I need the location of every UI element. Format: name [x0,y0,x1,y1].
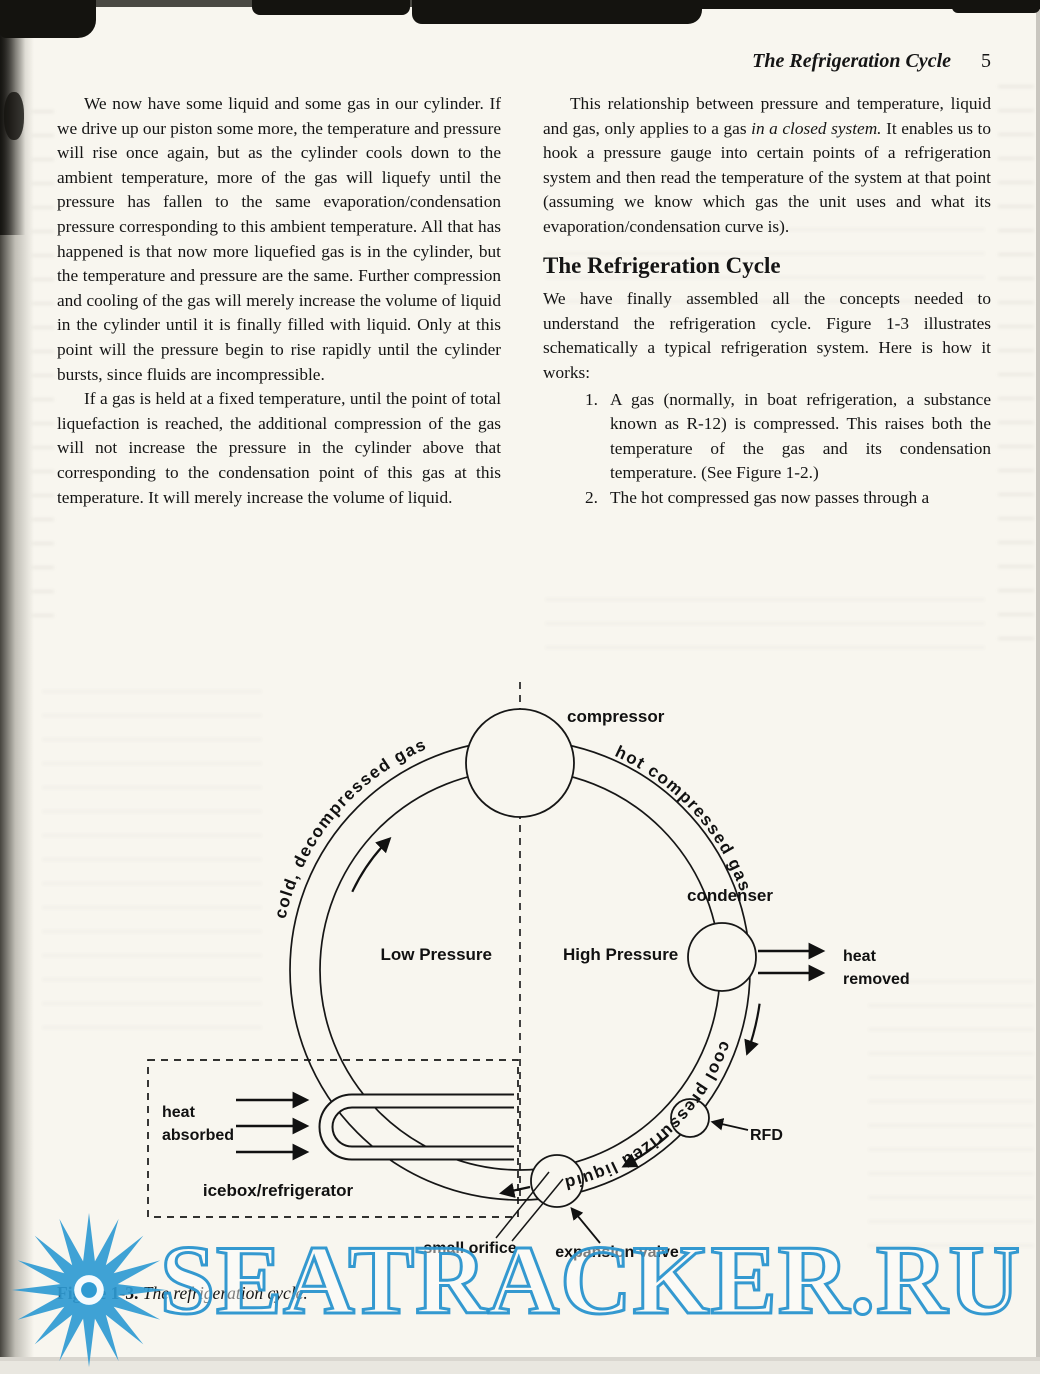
scan-artifact-blob [412,0,702,24]
scan-artifact-blob [952,0,1040,13]
list-item-number: 2. [585,487,598,507]
heat-removed-label-line1: heat [843,948,877,965]
figure-caption-label: Figure 1-3. [57,1283,139,1303]
condenser-circle [687,922,757,992]
icebox-dashed-box [147,1059,519,1218]
flow-arrow-right [744,1003,761,1056]
italic-phrase: in a closed system. [751,118,882,138]
cold-decompressed-gas-label: cold, decompressed gas [271,734,430,920]
heat-removed-label-line2: removed [843,971,910,988]
page-number: 5 [981,50,991,72]
flow-arrow-left [351,837,392,893]
list-item-number: 1. [585,389,598,409]
running-header: The Refrigeration Cycle 5 [543,50,991,73]
scan-artifact-blob [0,0,96,38]
condenser-label: condenser [687,886,773,905]
paragraph: We have finally assembled all the concep… [543,289,991,382]
scan-artifact-blob [4,92,24,140]
scan-edge-right [1036,0,1040,1361]
orifice-line [511,1178,564,1242]
bleedthrough-artifact [998,85,1034,645]
scan-artifact-blob [252,0,410,15]
heat-absorbed-label-line1: heat [162,1104,196,1121]
expansion-valve-circle [530,1154,584,1208]
rfd-circle [670,1098,710,1138]
figure-caption-text: The refrigeration cycle. [142,1283,308,1303]
icebox-label: icebox/refrigerator [203,1181,354,1200]
expansion-valve-callout-arrow [570,1207,601,1244]
running-head-title: The Refrigeration Cycle [752,50,951,72]
list-item-text: A gas (normally, in boat refrigeration, … [610,389,991,483]
high-pressure-label: High Pressure [563,945,678,964]
orifice-line [495,1171,550,1239]
hot-compressed-gas-label: hot compressed gas [612,742,755,895]
expansion-valve-label: expansion valve [555,1244,679,1261]
compressor-label: compressor [567,707,665,726]
rfd-callout-arrow [710,1118,749,1131]
rfd-label: RFD [750,1127,783,1144]
heat-absorbed-label-line2: absorbed [162,1127,234,1144]
evaporator-tube-bore [320,1095,514,1159]
section-heading: The Refrigeration Cycle [543,252,781,278]
bleedthrough-artifact [545,598,985,660]
flow-arrow-to-icebox [498,1182,531,1198]
left-column: We now have some liquid and some gas in … [57,92,501,510]
bleedthrough-artifact [32,110,54,630]
scan-edge-bottom [0,1357,1040,1361]
evaporator-tube [318,1093,514,1161]
paragraph: We now have some liquid and some gas in … [57,94,501,384]
paragraph-text: It enables us to hook a pressure gauge i… [543,118,991,236]
list-item-text: The hot compressed gas now passes throug… [610,487,930,507]
list-item: 1. A gas (normally, in boat refrigeratio… [543,388,991,486]
flow-arrow-bottom [621,1134,670,1168]
numbered-list: 1. A gas (normally, in boat refrigeratio… [543,388,991,511]
refrigeration-cycle-diagram: compressor condenser Low Pressure High P… [147,682,910,1261]
compressor-circle [465,708,575,818]
small-orifice-label: small orifice [423,1240,516,1257]
figure-caption: Figure 1-3. The refrigeration cycle. [57,1283,308,1304]
paragraph: If a gas is held at a fixed temperature,… [57,389,501,507]
paragraph-text: This relationship between pressure and t… [543,94,991,138]
low-pressure-label: Low Pressure [381,945,493,964]
list-item: 2. The hot compressed gas now passes thr… [543,486,991,511]
scan-artifact-blob [700,0,1040,9]
paragraph: This relationship between pressure and t… [543,92,991,240]
right-column: This relationship between pressure and t… [543,92,991,511]
